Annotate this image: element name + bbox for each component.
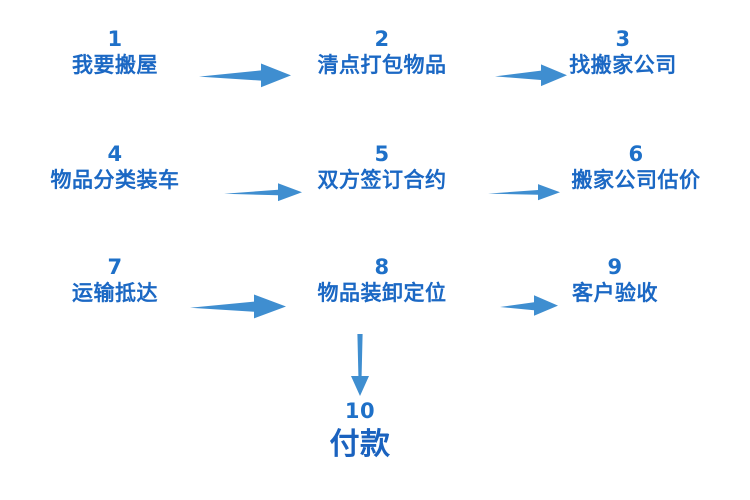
step-number-1: 1 bbox=[107, 27, 123, 51]
step-label-5: 双方签订合约 bbox=[317, 168, 447, 193]
arrow-4-to-5 bbox=[224, 182, 302, 202]
step-node-8[interactable]: 8 物品装卸定位 bbox=[318, 256, 447, 308]
arrow-down-icon bbox=[351, 334, 369, 396]
step-number-2: 2 bbox=[374, 27, 390, 51]
arrow-1-to-2 bbox=[199, 62, 291, 88]
step-node-4[interactable]: 4 物品分类装车 bbox=[51, 143, 180, 195]
step-label-4: 物品分类装车 bbox=[50, 168, 180, 193]
arrow-right-icon bbox=[500, 295, 558, 316]
arrow-2-to-3 bbox=[495, 63, 567, 87]
arrow-right-icon bbox=[488, 184, 560, 201]
step-node-1[interactable]: 1 我要搬屋 bbox=[72, 28, 158, 80]
arrow-right-icon bbox=[199, 63, 291, 88]
step-number-8: 8 bbox=[374, 255, 390, 279]
step-number-3: 3 bbox=[615, 27, 631, 51]
step-node-2[interactable]: 2 清点打包物品 bbox=[318, 28, 447, 80]
step-label-10: 付款 bbox=[329, 427, 391, 463]
step-label-3: 找搬家公司 bbox=[569, 53, 677, 78]
arrow-7-to-8 bbox=[190, 293, 286, 319]
arrow-right-icon bbox=[190, 294, 286, 319]
step-number-7: 7 bbox=[107, 255, 123, 279]
arrow-8-to-10 bbox=[348, 334, 372, 396]
arrow-5-to-6 bbox=[488, 183, 560, 201]
step-number-6: 6 bbox=[628, 142, 644, 166]
step-label-1: 我要搬屋 bbox=[72, 53, 158, 78]
step-number-10: 10 bbox=[344, 399, 376, 423]
step-node-7[interactable]: 7 运输抵达 bbox=[72, 256, 158, 308]
step-label-9: 客户验收 bbox=[572, 281, 658, 306]
step-label-8: 物品装卸定位 bbox=[317, 281, 447, 306]
step-label-7: 运输抵达 bbox=[72, 281, 158, 306]
arrow-right-icon bbox=[495, 64, 567, 87]
step-label-2: 清点打包物品 bbox=[317, 53, 447, 78]
step-node-9[interactable]: 9 客户验收 bbox=[572, 256, 658, 308]
arrow-right-icon bbox=[224, 183, 302, 202]
step-number-4: 4 bbox=[107, 142, 123, 166]
step-node-3[interactable]: 3 找搬家公司 bbox=[569, 28, 677, 80]
step-label-6: 搬家公司估价 bbox=[571, 168, 701, 193]
step-number-5: 5 bbox=[374, 142, 390, 166]
step-number-9: 9 bbox=[607, 255, 623, 279]
step-node-5[interactable]: 5 双方签订合约 bbox=[318, 143, 447, 195]
arrow-8-to-9 bbox=[500, 294, 558, 316]
step-node-10[interactable]: 10 付款 bbox=[330, 400, 391, 467]
step-node-6[interactable]: 6 搬家公司估价 bbox=[572, 143, 701, 195]
